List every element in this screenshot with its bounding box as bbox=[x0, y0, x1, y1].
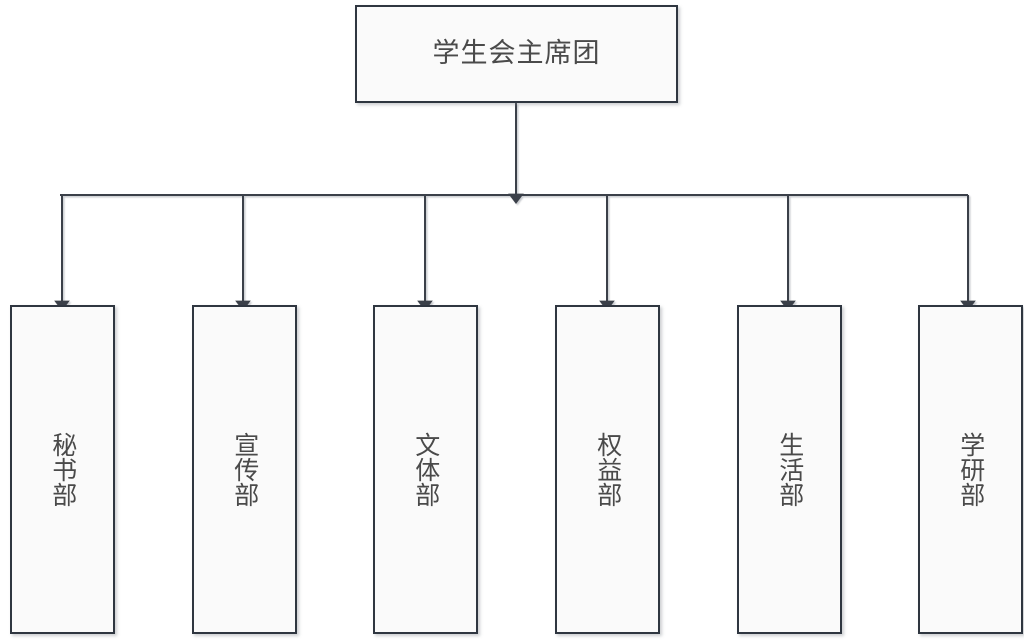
node-student-union-presidium[interactable]: 学生会主席团 bbox=[355, 5, 678, 103]
node-department-5[interactable]: 生活部 bbox=[737, 305, 842, 634]
department-label: 权益部 bbox=[593, 432, 623, 507]
department-label: 学研部 bbox=[956, 432, 986, 507]
root-node-label: 学生会主席团 bbox=[432, 38, 601, 70]
node-department-4[interactable]: 权益部 bbox=[555, 305, 660, 634]
department-label: 宣传部 bbox=[230, 432, 260, 507]
node-department-3[interactable]: 文体部 bbox=[373, 305, 478, 634]
department-label: 文体部 bbox=[411, 432, 441, 507]
department-label: 秘书部 bbox=[48, 432, 78, 507]
department-label: 生活部 bbox=[775, 432, 805, 507]
connector-group bbox=[54, 103, 976, 311]
node-department-2[interactable]: 宣传部 bbox=[192, 305, 297, 634]
node-department-1[interactable]: 秘书部 bbox=[10, 305, 115, 634]
node-department-6[interactable]: 学研部 bbox=[918, 305, 1023, 634]
